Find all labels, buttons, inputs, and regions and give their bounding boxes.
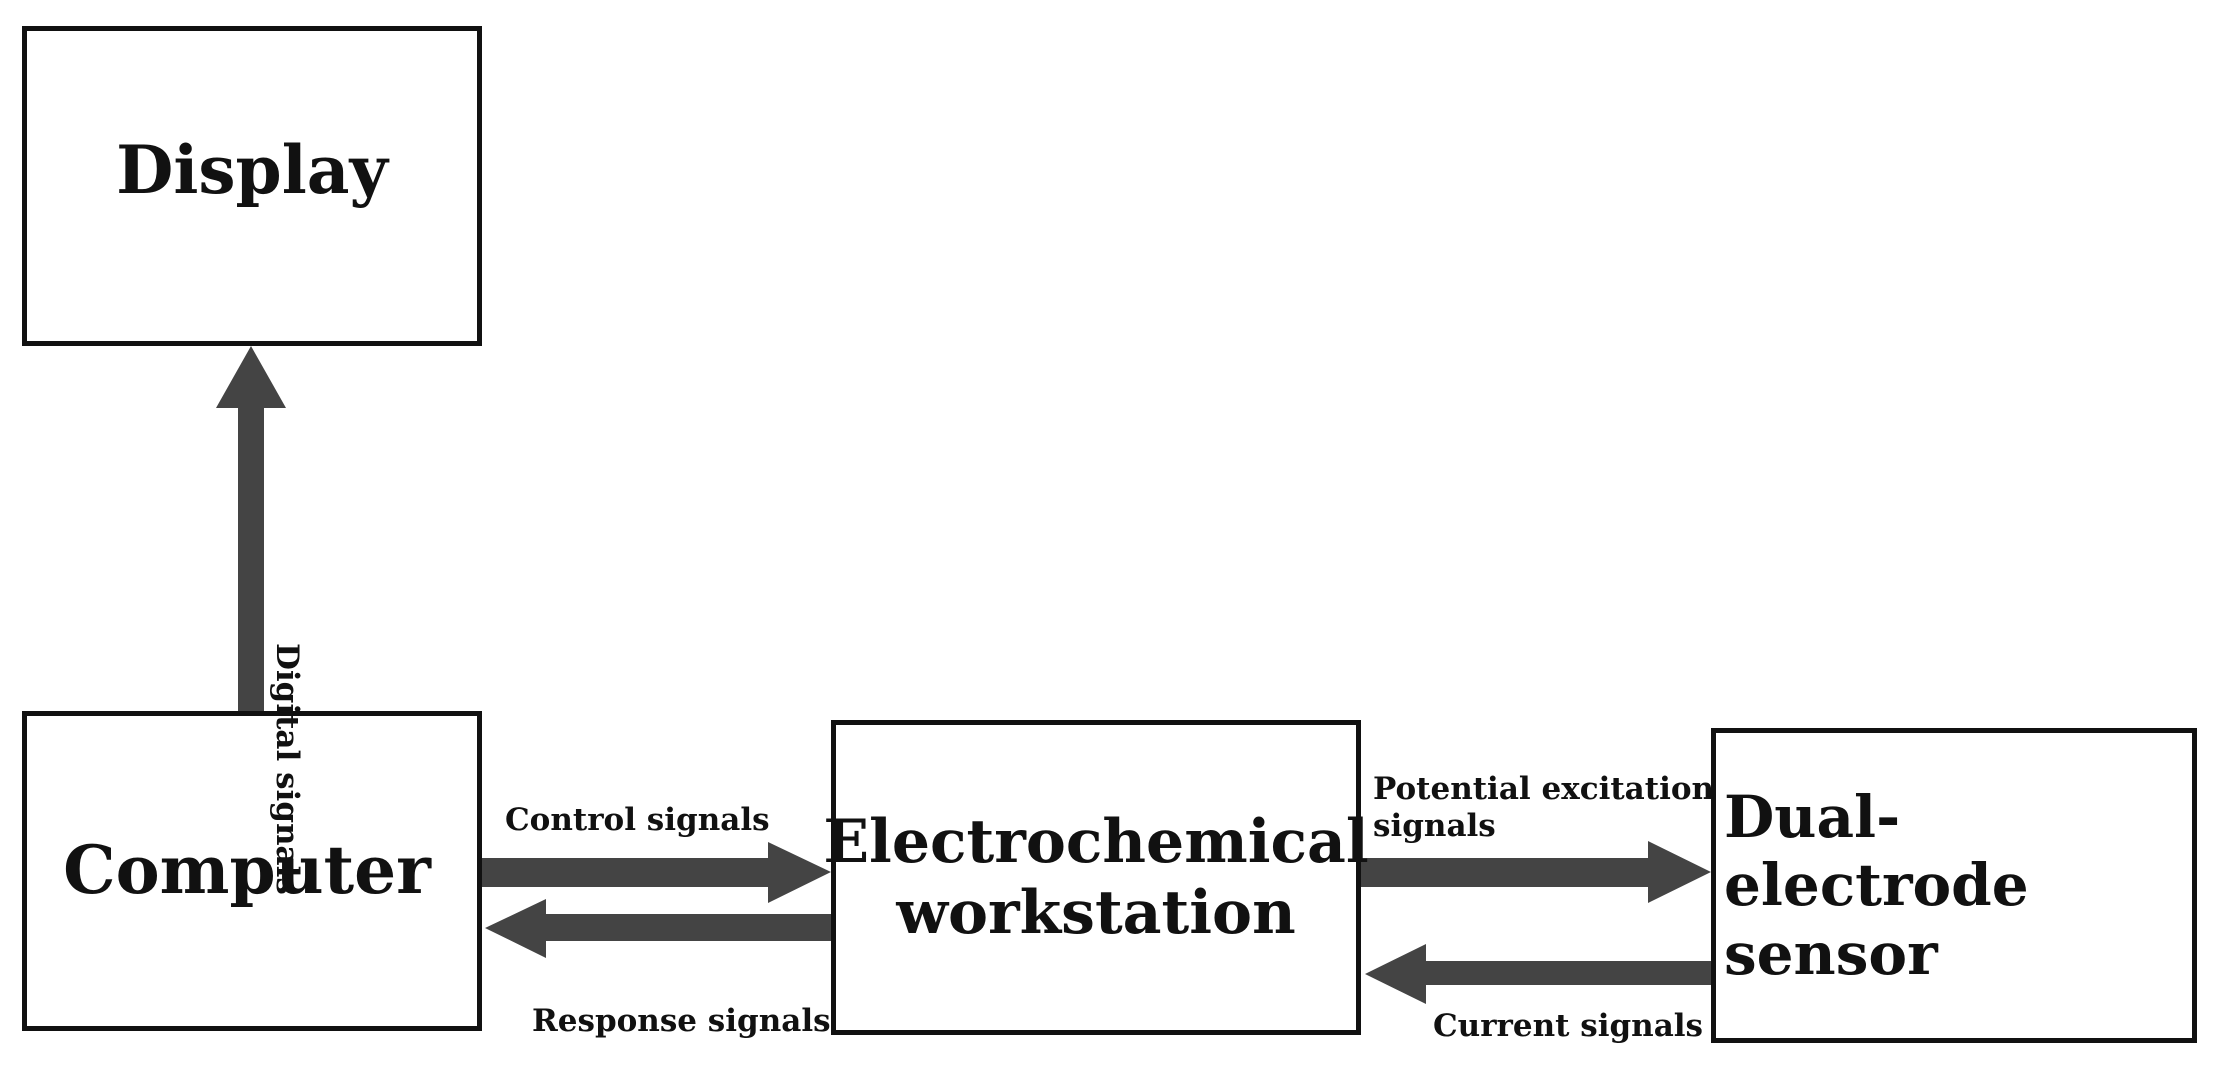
arrow-potential-excitation-signals: [1361, 841, 1711, 903]
control-signals-label: Control signals: [505, 802, 770, 838]
workstation-label-line2: workstation: [896, 877, 1296, 948]
dual-electrode-sensor-block: Dual-electrode sensor: [1711, 728, 2197, 1043]
sensor-label-line2: sensor: [1724, 919, 1938, 988]
digital-signals-label: Digital signals: [269, 643, 305, 895]
potential-label-line1: Potential excitation: [1373, 771, 1715, 807]
arrow-digital-signals: [216, 346, 286, 711]
current-signals-label: Current signals: [1433, 1008, 1704, 1044]
arrow-response-signals: [485, 899, 831, 958]
electrochemical-workstation-block: Electrochemical workstation: [823, 720, 1369, 1035]
computer-block: Computer: [22, 711, 482, 1031]
response-signals-label: Response signals: [532, 1003, 831, 1039]
display-block: Display: [22, 26, 482, 346]
sensor-label-line1: Dual-electrode: [1724, 782, 2029, 920]
arrow-control-signals: [482, 842, 831, 903]
potential-excitation-signals-label: Potential excitation signals: [1373, 771, 1714, 845]
workstation-label-line1: Electrochemical: [823, 806, 1369, 877]
display-label: Display: [116, 131, 388, 210]
computer-label: Computer: [63, 831, 431, 910]
potential-label-line2: signals: [1373, 808, 1496, 845]
arrow-current-signals: [1365, 944, 1711, 1004]
